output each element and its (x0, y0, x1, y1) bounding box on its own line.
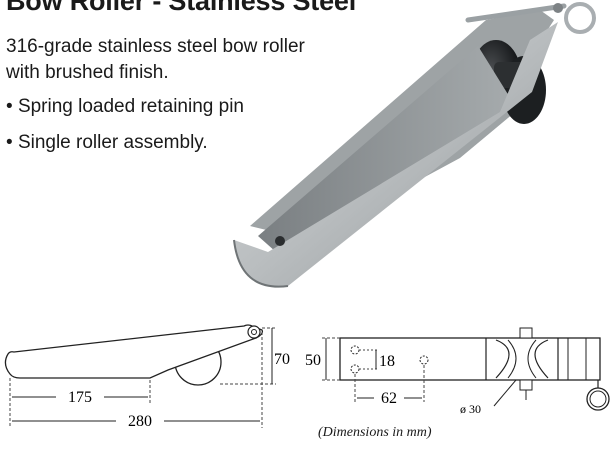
feature-item: Spring loaded retaining pin (6, 89, 244, 125)
dim-hole-gap-label: 18 (379, 353, 395, 370)
side-view-drawing: 70 175 280 (4, 324, 290, 430)
dim-hole-to-hole-label: 62 (381, 390, 397, 407)
top-view-drawing: 50 18 62 ø 30 (305, 327, 610, 416)
feature-list: Spring loaded retaining pin Single rolle… (6, 89, 244, 161)
dimensions-caption: (Dimensions in mm) (318, 425, 432, 440)
feature-item: Single roller assembly. (6, 125, 244, 161)
dim-offset-label: 175 (68, 389, 92, 406)
dim-length-label: 280 (128, 413, 152, 430)
product-photo (233, 2, 596, 288)
dim-width-label: 50 (305, 352, 321, 369)
product-title: Bow Roller - Stainless Steel (6, 0, 357, 16)
product-description: 316-grade stainless steel bow roller wit… (6, 36, 305, 83)
dim-roller-diameter-label: ø 30 (460, 402, 481, 416)
dim-height-label: 70 (274, 351, 290, 368)
